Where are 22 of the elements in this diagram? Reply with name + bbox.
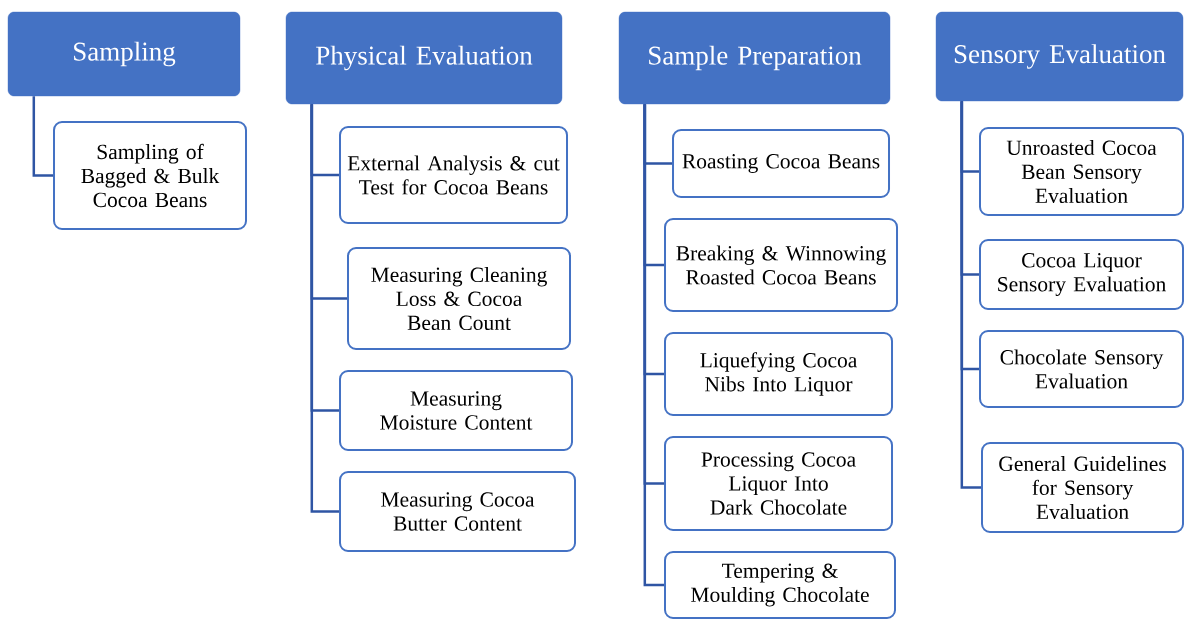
step-box: Roasting Cocoa Beans bbox=[672, 129, 890, 198]
connector-line bbox=[960, 101, 981, 489]
step-box: Cocoa Liquor Sensory Evaluation bbox=[979, 239, 1184, 310]
step-box: Measuring Moisture Content bbox=[339, 370, 573, 451]
connector-line bbox=[643, 104, 664, 587]
step-box: Breaking & Winnowing Roasted Cocoa Beans bbox=[664, 218, 898, 312]
step-box: Liquefying Cocoa Nibs Into Liquor bbox=[664, 332, 893, 416]
step-box: Sampling of Bagged & Bulk Cocoa Beans bbox=[53, 121, 247, 230]
step-box: Unroasted Cocoa Bean Sensory Evaluation bbox=[979, 127, 1184, 216]
category-box: Sample Preparation bbox=[618, 11, 891, 105]
connector-line bbox=[310, 104, 339, 513]
category-box: Sampling bbox=[7, 11, 241, 97]
step-box: Tempering & Moulding Chocolate bbox=[664, 551, 896, 619]
connector-line bbox=[32, 96, 53, 177]
category-box: Sensory Evaluation bbox=[935, 11, 1184, 102]
step-box: Processing Cocoa Liquor Into Dark Chocolate bbox=[664, 436, 893, 531]
category-box: Physical Evaluation bbox=[285, 11, 563, 105]
step-box: Chocolate Sensory Evaluation bbox=[979, 330, 1184, 408]
step-box: Measuring Cleaning Loss & Cocoa Bean Count bbox=[347, 247, 571, 350]
step-box: External Analysis & cut Test for Cocoa Beans bbox=[339, 126, 568, 224]
step-box: General Guidelines for Sensory Evaluation bbox=[981, 442, 1184, 533]
step-box: Measuring Cocoa Butter Content bbox=[339, 471, 576, 552]
